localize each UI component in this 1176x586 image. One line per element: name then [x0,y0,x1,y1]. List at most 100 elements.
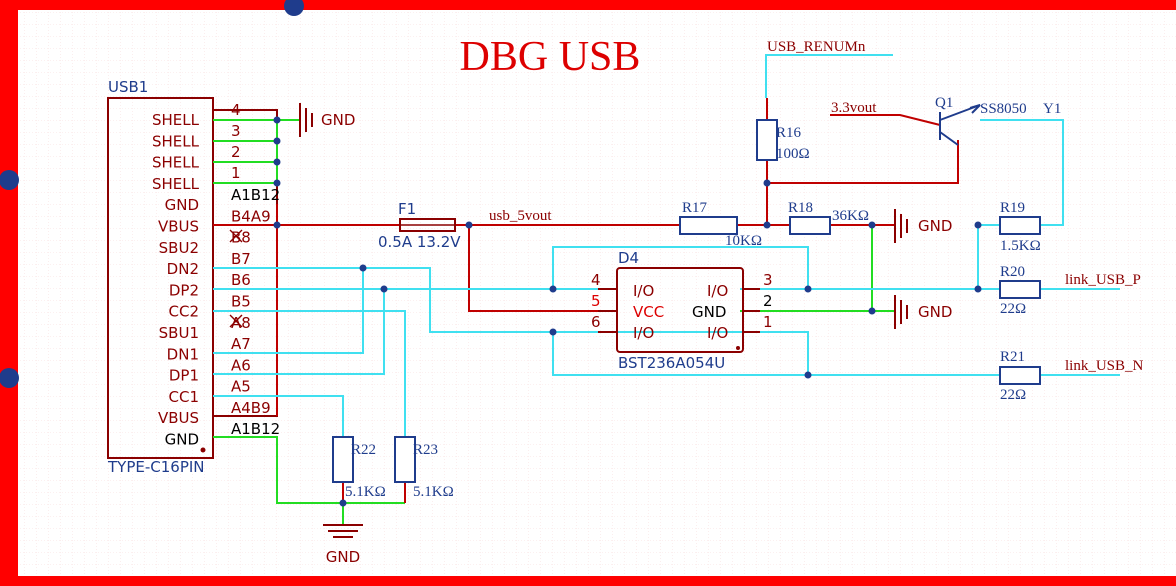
net-label-33v: 3.3vout [831,100,877,116]
resistor-r22 [332,436,354,483]
usb-pin-label-left: DP2 [169,281,199,299]
d4-part: BST236A054U [618,354,725,372]
f1-ref: F1 [398,200,416,218]
pin1-marker [200,447,206,453]
shell-pin-2: 2 [231,143,241,161]
shell-pin-1: 1 [231,164,241,182]
wire-shell-gnd [213,119,300,184]
usb-pin-label-right: B4A9 [231,207,271,225]
fuse-f1: F1 0.5A 13.2V [378,200,461,251]
usb-pin-label-left: SHELL [152,175,200,193]
r20-ref: R20 [1000,264,1025,280]
usb-pin-label-right: A7 [231,335,251,353]
wire-33v [830,114,941,126]
gnd-symbols [299,103,908,538]
r23-ref: R23 [413,442,438,458]
usb-pin-label-left: SBU2 [159,239,199,257]
r19-ref: R19 [1000,200,1025,216]
wires [213,54,1120,525]
d4-pin-6-name: I/O [633,324,654,342]
r22-ref: R22 [351,442,376,458]
wire-q1-r19 [980,119,1064,226]
r21-value: 22Ω [1000,387,1026,403]
r18-ref: R18 [788,200,813,216]
resistor-r19 [999,216,1041,235]
shell-pin-4: 4 [231,101,241,119]
d4-pin-5: 5 [591,292,601,310]
usb-pin-label-left: CC1 [169,388,200,406]
usb-pin-label-right: A8 [231,314,251,332]
resistor-r16 [756,119,778,161]
usb-pin-label-left: CC2 [169,303,200,321]
nc-mark-b8 [229,229,243,243]
d4-pin-3-name: I/O [707,282,728,300]
usb-pin-label-right: A6 [231,356,251,374]
r19-value: 1.5KΩ [1000,238,1041,254]
wire-d4-bottom [552,332,808,376]
usb-pin-label-right: A4B9 [231,399,271,417]
usb-left-pins: SHELL SHELL SHELL SHELL GND VBUS SBU2DN2DP2CC2… [152,111,200,449]
usb-pin-label-left: SHELL [152,132,200,150]
wire-vcc [468,225,598,312]
r22-value: 5.1KΩ [345,484,386,500]
wire-dn2 [213,267,809,375]
d4-ref: D4 [618,249,639,267]
f1-value: 0.5A 13.2V [378,233,461,251]
usb-pin-label-left: DP1 [169,367,199,385]
usb-pin-label-right: B7 [231,250,251,268]
transistor-q1 [939,104,981,146]
d4-pin-1: 1 [763,313,773,331]
sheet-title: DBG USB [460,34,641,80]
net-label-usb5v: usb_5vout [489,208,552,224]
q1-extra: Y1 [1043,101,1061,117]
wire-renum [765,54,893,98]
usb-pin-label-right: B5 [231,293,251,311]
d4-pin-1-name: I/O [707,324,728,342]
usb-pin-label-left: SHELL [152,111,200,129]
gnd-symbol-bottom [323,524,363,538]
usb-pin-label-right: A5 [231,378,251,396]
r23-value: 5.1KΩ [413,484,454,500]
resistor-r17 [679,216,738,235]
gnd-label-d4: GND [918,303,952,321]
gnd-symbol-d4 [894,295,908,329]
resistor-r20 [999,280,1041,299]
wire-r16 [766,98,959,225]
usb-pin-label-right: B8 [231,229,251,247]
d4-pin-3: 3 [763,271,773,289]
net-label-link-p: link_USB_P [1065,272,1141,288]
gnd-symbol-shell [299,103,313,137]
usb-pin-label-left: SHELL [152,154,200,172]
usb-pin-label-left: VBUS [158,409,199,427]
usb-pin-label-left: DN2 [167,260,199,278]
d4-pin-6: 6 [591,313,601,331]
usb-pin-label-left: GND [165,196,199,214]
wire-dp1 [213,289,385,375]
usb-pin-label-left: VBUS [158,218,199,236]
net-label-renum: USB_RENUMn [767,39,866,55]
r20-value: 22Ω [1000,301,1026,317]
wire-cc [213,310,406,437]
gnd-symbol-r18 [894,209,908,243]
usb-type: TYPE-C16PIN [107,458,205,476]
usb-pin-label-right: A1B12 [231,420,280,438]
q1-part: SS8050 [980,101,1027,117]
gnd-label-shell: GND [321,111,355,129]
resistor-r21 [999,366,1041,385]
resistor-r23 [394,436,416,483]
d4-pin-4: 4 [591,271,601,289]
r17-value: 10KΩ [725,233,762,249]
d4-pin-2: 2 [763,292,773,310]
usb-pin-label-left: SBU1 [159,324,199,342]
usb-ref: USB1 [108,78,148,96]
net-label-link-n: link_USB_N [1065,358,1144,374]
shell-pin-3: 3 [231,122,241,140]
d4-pin-5-name: VCC [633,303,664,321]
junctions [273,116,982,507]
wire-d4-top [552,246,809,289]
r16-value: 100Ω [776,146,810,162]
usb-pin-label-left: DN1 [167,345,199,363]
gnd-label-bottom: GND [326,548,360,566]
